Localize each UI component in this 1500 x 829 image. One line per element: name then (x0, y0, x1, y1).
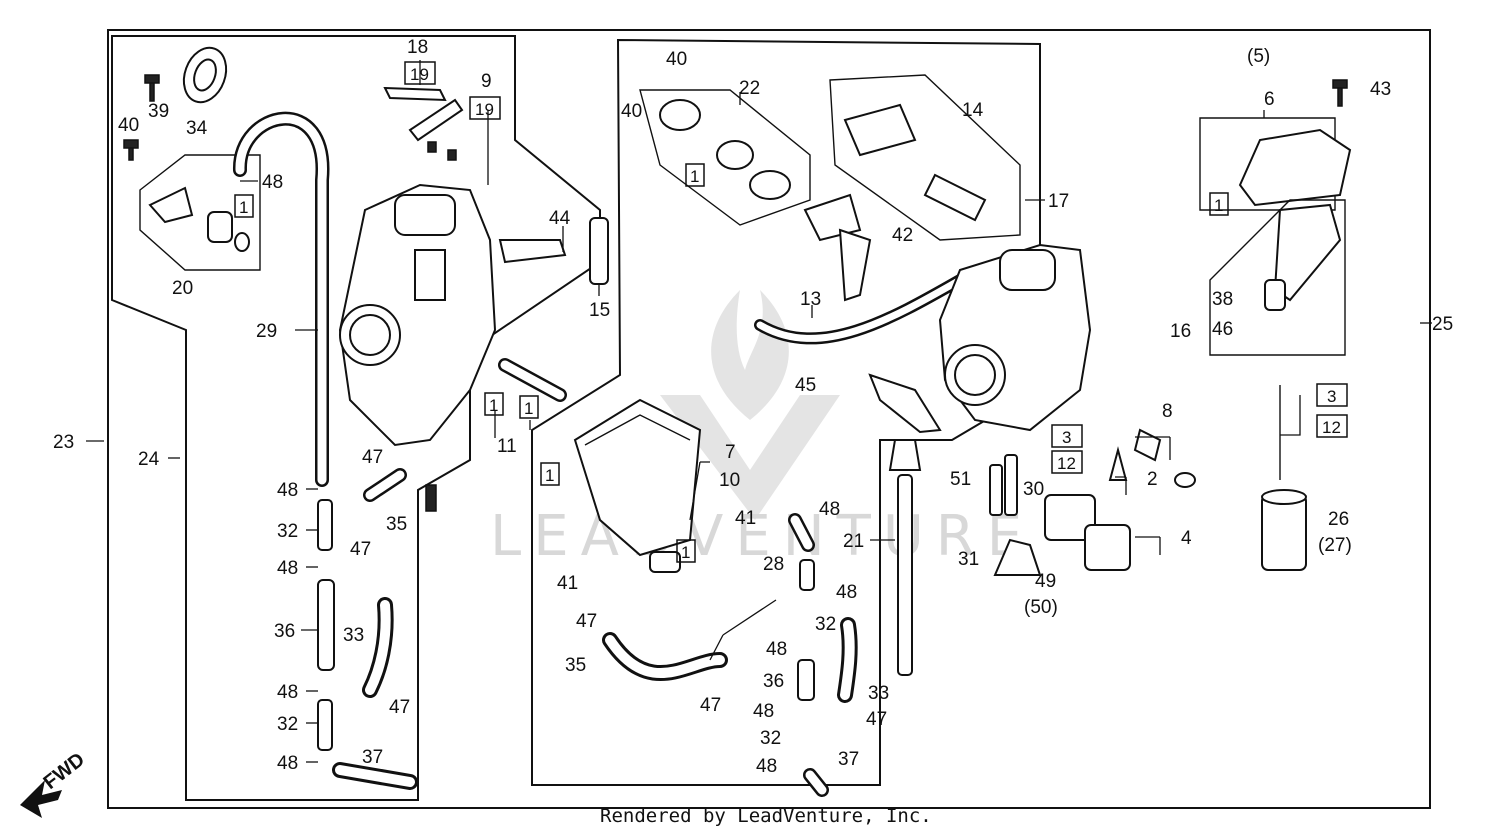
callout: 47 (389, 697, 410, 718)
fwd-indicator: FWD (20, 749, 89, 818)
callout: 31 (958, 549, 979, 570)
callout: 48 (277, 480, 298, 501)
callout-numbers: 23 24 39 34 40 48 20 29 18 9 44 15 11 47… (53, 37, 1453, 777)
boxed-ref: 19 (475, 100, 494, 119)
callout: 37 (362, 747, 383, 768)
callout: 48 (277, 682, 298, 703)
callout: 25 (1432, 314, 1453, 335)
callout: 22 (739, 78, 760, 99)
callout: (5) (1247, 46, 1270, 67)
callout: 9 (481, 71, 492, 92)
center-assembly (573, 74, 1021, 797)
callout: 41 (557, 573, 578, 594)
leader-lines (86, 60, 1432, 763)
callout: 48 (753, 701, 774, 722)
callout: 40 (666, 49, 687, 70)
callout: 24 (138, 449, 160, 470)
boxed-ref: 12 (1057, 454, 1076, 473)
callout: 7 (725, 442, 736, 463)
callout: 17 (1048, 191, 1069, 212)
callout: 47 (362, 447, 383, 468)
callout: 28 (763, 554, 784, 575)
boxed-ref: 3 (1062, 428, 1071, 447)
callout: 2 (1147, 469, 1158, 490)
callout: 14 (962, 100, 984, 121)
boxed-ref: 1 (545, 466, 554, 485)
callout: 38 (1212, 289, 1233, 310)
callout: 29 (256, 321, 277, 342)
callout: 30 (1023, 479, 1044, 500)
right-assembly (938, 79, 1352, 576)
callout: 33 (868, 683, 889, 704)
callout: 39 (148, 101, 169, 122)
assembly-frames (107, 29, 1431, 809)
callout: 48 (277, 753, 298, 774)
left-assembly (123, 46, 609, 790)
watermark-text: LEADVENTURE (490, 504, 1034, 569)
callout: 8 (1162, 401, 1173, 422)
callout: 32 (760, 728, 781, 749)
callout: 48 (277, 558, 298, 579)
callout: 42 (892, 225, 913, 246)
callout: 40 (118, 115, 139, 136)
callout: 36 (763, 671, 784, 692)
callout: 48 (836, 582, 857, 603)
callout: 11 (497, 436, 517, 457)
callout: 47 (700, 695, 721, 716)
boxed-ref: 1 (690, 167, 699, 186)
callout: 6 (1264, 89, 1275, 110)
boxed-ref: 1 (524, 399, 533, 418)
credit-text: Rendered by LeadVenture, Inc. (600, 805, 932, 827)
boxed-references: 19 19 1 1 1 1 1 1 3 12 1 3 12 (234, 61, 1348, 563)
callout: 48 (819, 499, 840, 520)
callout: 46 (1212, 319, 1233, 340)
boxed-ref: 3 (1327, 387, 1336, 406)
boxed-ref: 1 (489, 396, 498, 415)
callout: 47 (576, 611, 597, 632)
callout: 45 (795, 375, 816, 396)
fwd-label: FWD (40, 749, 89, 794)
callout: 35 (565, 655, 586, 676)
callout: 44 (549, 208, 571, 229)
callout: 48 (766, 639, 787, 660)
callout: 33 (343, 625, 364, 646)
callout: 10 (719, 470, 740, 491)
callout: (50) (1024, 597, 1058, 618)
callout: 51 (950, 469, 971, 490)
callout: 41 (735, 508, 756, 529)
callout: 40 (621, 101, 642, 122)
callout: 48 (262, 172, 283, 193)
callout: 26 (1328, 509, 1349, 530)
callout: 32 (277, 714, 298, 735)
callout: 13 (800, 289, 821, 310)
boxed-ref: 1 (681, 543, 690, 562)
boxed-ref: 1 (239, 198, 248, 217)
callout: 35 (386, 514, 407, 535)
callout: (27) (1318, 535, 1352, 556)
callout: 21 (843, 531, 864, 552)
callout: 4 (1181, 528, 1192, 549)
callout: 43 (1370, 79, 1391, 100)
boxed-ref: 19 (410, 65, 429, 84)
callout: 20 (172, 278, 193, 299)
watermark: LEADVENTURE (490, 290, 1034, 569)
callout: 49 (1035, 571, 1056, 592)
callout: 32 (277, 521, 298, 542)
callout: 16 (1170, 321, 1191, 342)
boxed-ref: 12 (1322, 418, 1341, 437)
callout: 48 (756, 756, 777, 777)
callout: 15 (589, 300, 610, 321)
callout: 47 (350, 539, 371, 560)
callout: 32 (815, 614, 836, 635)
callout: 36 (274, 621, 295, 642)
callout: 47 (866, 709, 887, 730)
callout: 23 (53, 432, 74, 453)
callout: 37 (838, 749, 859, 770)
boxed-ref: 1 (1214, 196, 1223, 215)
callout: 34 (186, 118, 208, 139)
callout: 18 (407, 37, 428, 58)
